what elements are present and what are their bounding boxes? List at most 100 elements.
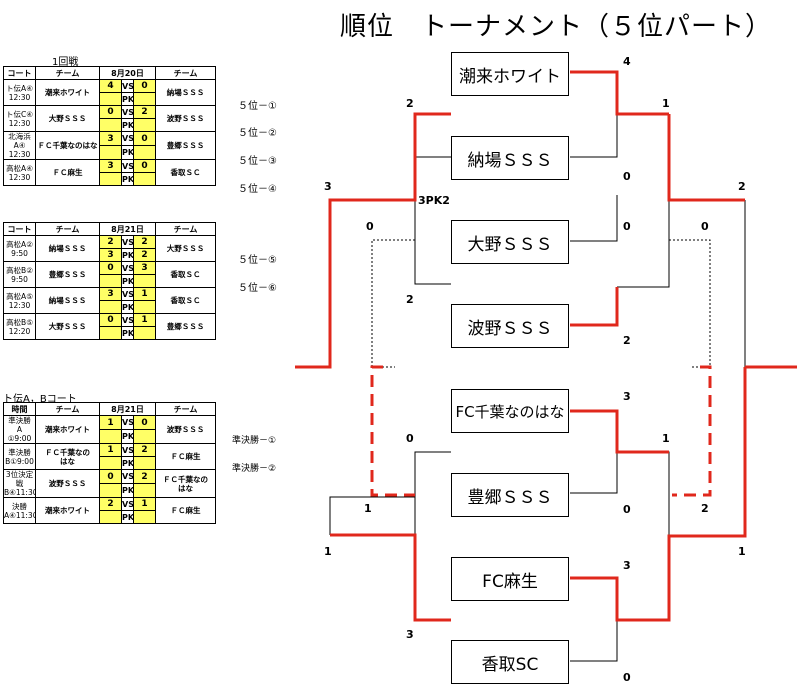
bracket-team-box: 納場ＳＳＳ: [451, 136, 569, 180]
bracket-score: 2: [406, 97, 414, 110]
score-cell: 3: [99, 159, 122, 173]
slot-label: ５位－①: [238, 101, 277, 112]
bracket-team-box: 豊郷ＳＳＳ: [451, 473, 569, 517]
bracket-score: 0: [623, 671, 631, 684]
pk-score-cell: [133, 172, 156, 186]
pk-score-cell: [133, 510, 156, 524]
bracket-team-name: 香取SC: [481, 654, 539, 675]
bracket-score: 3: [623, 390, 631, 403]
away-team-cell: 香取ＳＣ: [155, 159, 216, 186]
table-row: PK: [4, 456, 216, 470]
bracket-score: 2: [738, 180, 746, 193]
bracket-score: 3: [406, 628, 414, 641]
slot-label: ５位－③: [238, 156, 277, 167]
score-cell: 0: [133, 131, 156, 146]
bracket-team-box: 波野ＳＳＳ: [451, 304, 569, 348]
page-title: 順位 トーナメント（５位パート）: [340, 12, 773, 42]
away-team-cell: 香取ＳＣ: [155, 261, 216, 288]
away-team-cell: 波野ＳＳＳ: [155, 105, 216, 132]
bracket-score: 0: [623, 503, 631, 516]
away-team-cell: 納場ＳＳＳ: [155, 79, 216, 106]
bracket-score: 4: [623, 55, 631, 68]
bracket-score: 0: [406, 432, 414, 445]
table-row: PK: [4, 300, 216, 314]
bracket-score: 1: [324, 545, 332, 558]
pk-score-cell: [133, 145, 156, 160]
table-row: PK: [4, 118, 216, 132]
table-row: PK: [4, 326, 216, 340]
score-cell: 1: [99, 443, 122, 457]
score-cell: 0: [133, 79, 156, 93]
bracket-team-name: FC麻生: [482, 571, 538, 592]
bracket-team-name: 大野ＳＳＳ: [467, 234, 553, 255]
slot-label: ５位－②: [238, 128, 277, 139]
bracket-team-name: 納場ＳＳＳ: [467, 150, 553, 171]
table-row: PK: [4, 172, 216, 186]
home-team-cell: 豊郷ＳＳＳ: [35, 261, 100, 288]
slot-label: 準決勝－①: [232, 436, 277, 446]
away-team-cell: 豊郷ＳＳＳ: [155, 313, 216, 340]
home-team-cell: 大野ＳＳＳ: [35, 105, 100, 132]
bracket-team-box: 香取SC: [451, 640, 569, 684]
pk-score-cell: [99, 429, 122, 444]
pk-score-cell: [133, 300, 156, 314]
pk-score-cell: [99, 510, 122, 524]
bracket-score: 2: [623, 334, 631, 347]
score-cell: 3: [99, 287, 122, 301]
bracket-score: 0: [623, 220, 631, 233]
score-cell: 2: [99, 235, 122, 249]
score-cell: 1: [133, 313, 156, 327]
away-team-cell: 豊郷ＳＳＳ: [155, 131, 216, 160]
score-cell: 1: [99, 415, 122, 430]
bracket-score: 0: [623, 170, 631, 183]
pk-score-cell: [133, 118, 156, 132]
home-team-cell: 納場ＳＳＳ: [35, 287, 100, 314]
pk-score-cell: [133, 483, 156, 498]
pk-score-cell: [99, 145, 122, 160]
bracket-team-name: 波野ＳＳＳ: [467, 318, 553, 339]
away-team-cell: ＦＣ千葉なのはな: [155, 469, 216, 498]
bracket-score: 1: [738, 545, 746, 558]
bracket-score: 2: [406, 293, 414, 306]
bracket-team-name: 潮来ホワイト: [459, 66, 561, 87]
away-team-cell: ＦＣ麻生: [155, 497, 216, 524]
slot-label: ５位－④: [238, 184, 277, 195]
home-team-cell: 潮来ホワイト: [35, 497, 100, 524]
bracket-team-box: 大野ＳＳＳ: [451, 220, 569, 264]
home-team-cell: 潮来ホワイト: [35, 79, 100, 106]
table-row: PK: [4, 145, 216, 160]
pk-score-cell: 2: [133, 248, 156, 262]
bracket-team-name: FC千葉なのはな: [455, 402, 565, 421]
round3-label: ト伝A，Bコート: [3, 394, 77, 405]
bracket-pk-score: 3PK2: [418, 194, 450, 207]
score-cell: 1: [133, 497, 156, 511]
bracket-score: 1: [364, 502, 372, 515]
bracket-team-box: FC麻生: [451, 557, 569, 601]
pk-score-cell: [99, 172, 122, 186]
bracket-score: 0: [701, 220, 709, 233]
score-cell: 2: [133, 105, 156, 119]
bracket-score: 3: [324, 180, 332, 193]
table-row: PK: [4, 510, 216, 524]
bracket-score: 2: [701, 502, 709, 515]
slot-label: ５位－⑥: [238, 283, 277, 294]
round1-label: 1回戦: [52, 57, 79, 68]
table-row: PK: [4, 274, 216, 288]
slot-label: ５位－⑤: [238, 255, 277, 266]
score-cell: 2: [99, 497, 122, 511]
